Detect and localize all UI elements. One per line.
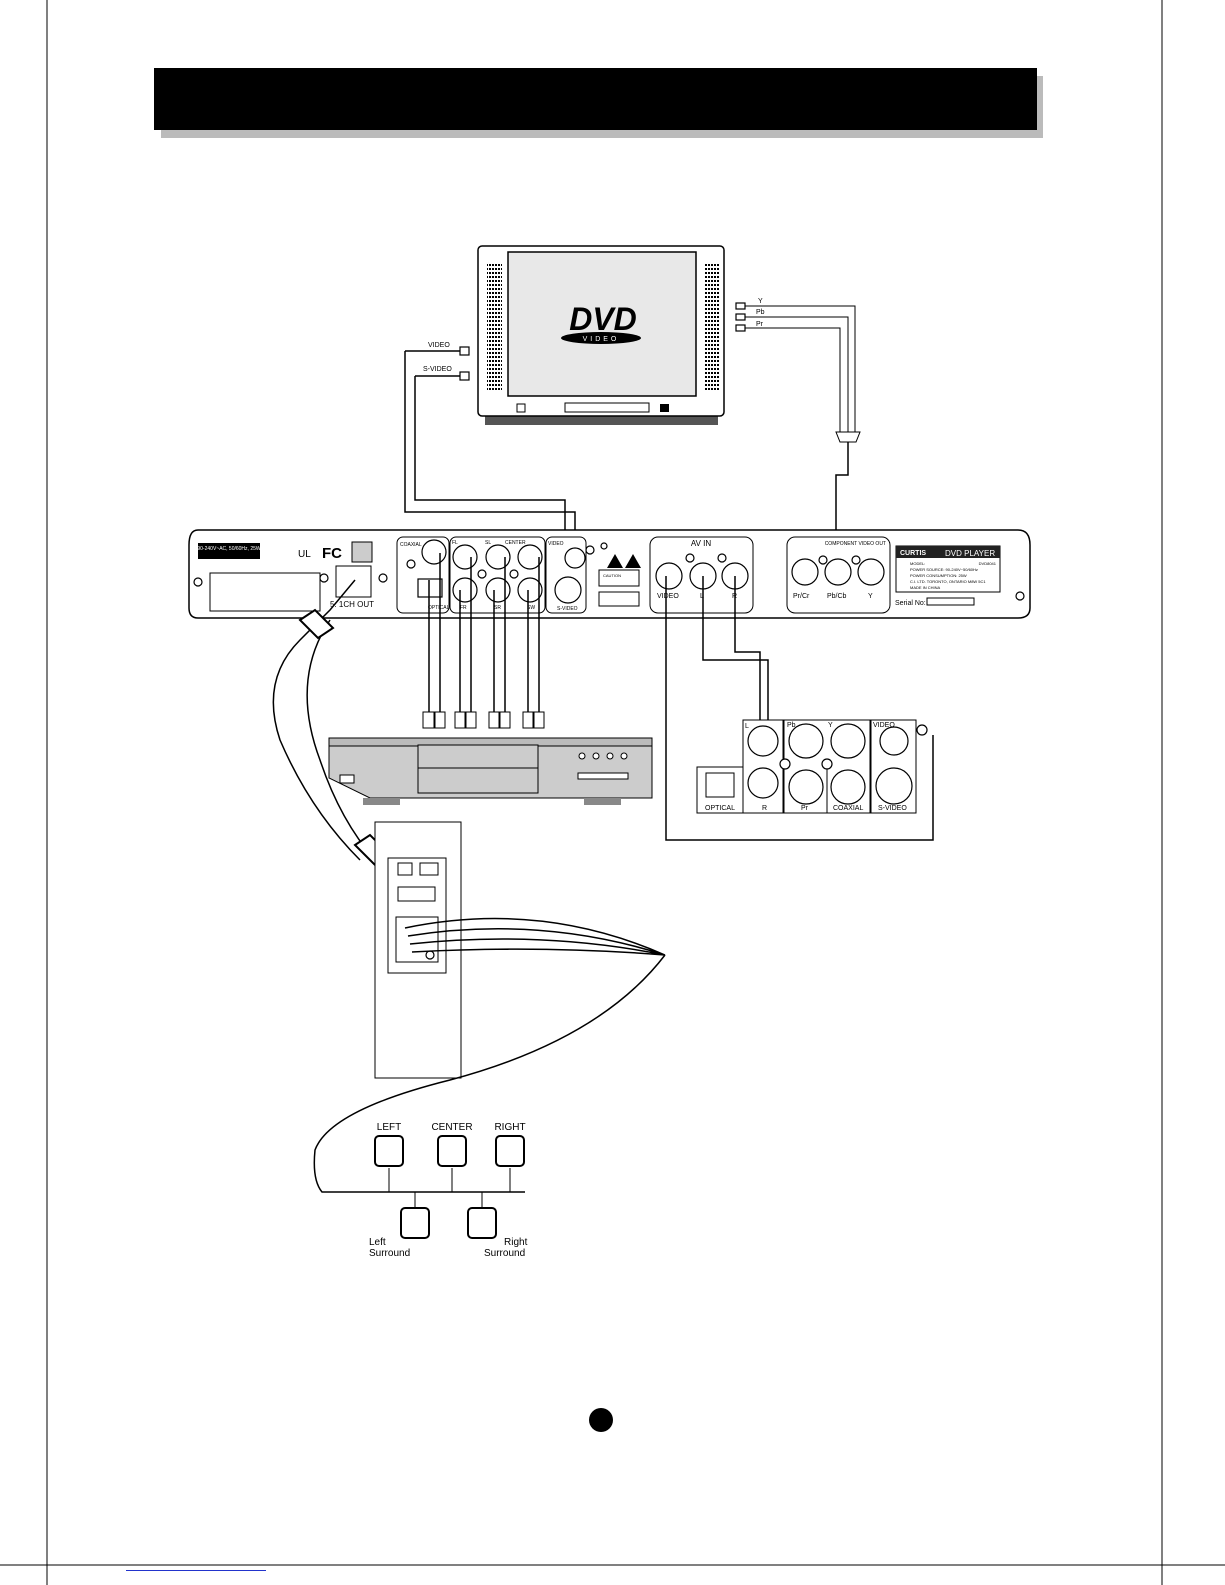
component-pb-label: Pb bbox=[756, 309, 765, 316]
video-cable bbox=[404, 350, 576, 546]
coaxial-label: COAXIAL bbox=[400, 542, 422, 548]
television: DVD VIDEO bbox=[477, 245, 725, 425]
tv-video-label: VIDEO bbox=[428, 342, 450, 349]
dvd-logo-sub: VIDEO bbox=[583, 336, 620, 343]
serial-label: Serial No: bbox=[895, 600, 926, 607]
tv-y-label: Y bbox=[828, 722, 833, 729]
speaker-left-label: LEFT bbox=[377, 1122, 401, 1133]
pb-cb-label: Pb/Cb bbox=[827, 593, 847, 600]
pr-cr-label: Pr/Cr bbox=[793, 593, 810, 600]
tv-r-label: R bbox=[762, 805, 767, 812]
left-surround-label-2: Surround bbox=[369, 1248, 410, 1259]
speaker-right-icon bbox=[495, 1135, 525, 1167]
power-label: 90-240V~AC, 50/60Hz, 25W bbox=[197, 546, 261, 552]
speaker-center-icon bbox=[437, 1135, 467, 1167]
y-label: Y bbox=[868, 593, 873, 600]
right-surround-label-1: Right bbox=[504, 1237, 528, 1248]
sr-label: SR bbox=[494, 605, 501, 611]
video-out-label: VIDEO bbox=[548, 541, 564, 547]
footer-link-underline[interactable] bbox=[126, 1570, 266, 1571]
speaker-grille-right bbox=[704, 262, 719, 392]
made-in: MADE IN CHINA bbox=[910, 585, 941, 590]
speaker-left-surround-icon bbox=[400, 1207, 430, 1239]
brand-label: CURTIS bbox=[900, 550, 926, 557]
left-surround-label-1: Left bbox=[369, 1237, 386, 1248]
fc-mark: FC bbox=[322, 545, 342, 562]
center-label: CENTER bbox=[505, 540, 526, 546]
sw-label: SW bbox=[527, 605, 535, 611]
dvd-player-rear-panel: 90-240V~AC, 50/60Hz, 25W UL FC 5. 1CH OU… bbox=[188, 529, 1031, 619]
speaker-center-label: CENTER bbox=[431, 1122, 472, 1133]
svideo-out-label: S-VIDEO bbox=[557, 606, 578, 612]
video-out-jack bbox=[564, 547, 586, 569]
company: C.I. LTD. TORONTO, ONTARIO M8W 5C1 bbox=[910, 579, 986, 584]
av-video-label: VIDEO bbox=[657, 593, 679, 600]
av-in-label: AV IN bbox=[691, 539, 712, 548]
tv-optical-label: OPTICAL bbox=[705, 805, 735, 812]
model-label: MODEL: bbox=[910, 561, 925, 566]
component-out-label: COMPONENT VIDEO OUT bbox=[825, 541, 886, 547]
header-bar bbox=[154, 68, 1037, 130]
51ch-out-label: 5. 1CH OUT bbox=[330, 600, 374, 609]
fr-label: FR bbox=[460, 605, 467, 611]
speaker-left-icon bbox=[374, 1135, 404, 1167]
component-pr-label: Pr bbox=[756, 321, 764, 328]
fl-label: FL bbox=[452, 540, 458, 546]
tv-pb-label: Pb bbox=[787, 722, 796, 729]
page-number-marker bbox=[589, 1408, 613, 1432]
51-cable bbox=[272, 579, 376, 861]
tv-l-label: L bbox=[745, 723, 749, 730]
power-source: POWER SOURCE: 90-240V~50/60Hz bbox=[910, 567, 978, 572]
speaker-right-surround-icon bbox=[467, 1207, 497, 1239]
component-y-label: Y bbox=[758, 298, 763, 305]
caution-label: CAUTION bbox=[603, 573, 621, 578]
right-surround-label-2: Surround bbox=[484, 1248, 525, 1259]
serial-field bbox=[926, 597, 975, 606]
av-in-cables bbox=[665, 576, 934, 841]
external-receiver bbox=[328, 737, 653, 805]
ul-mark: UL bbox=[298, 549, 311, 560]
svideo-cable bbox=[414, 375, 566, 555]
svideo-plug bbox=[459, 371, 470, 381]
product-label: DVD PLAYER bbox=[945, 549, 995, 558]
tv-pr-label: Pr bbox=[801, 805, 809, 812]
tv-video-label: VIDEO bbox=[873, 722, 895, 729]
optical-label: OPTICAL bbox=[428, 605, 450, 611]
subwoofer-panel bbox=[313, 821, 666, 1193]
speaker-layout: LEFT CENTER RIGHT Left Surround Right Su… bbox=[369, 1122, 528, 1259]
tv-rear-panel: OPTICAL L R Pb Y Pr COAXIAL VIDEO S-VIDE… bbox=[696, 719, 928, 814]
speaker-grille-left bbox=[487, 262, 502, 392]
tv-coaxial-label: COAXIAL bbox=[833, 805, 863, 812]
av-l-label: L bbox=[700, 593, 704, 600]
dvd-logo: DVD bbox=[569, 301, 637, 337]
sl-label: SL bbox=[485, 540, 491, 546]
tv-svideo-label: S-VIDEO bbox=[423, 366, 452, 373]
tv-svideo-label: S-VIDEO bbox=[878, 805, 907, 812]
video-plug bbox=[459, 346, 470, 356]
audio-cables bbox=[422, 553, 545, 729]
power-consumption: POWER CONSUMPTION: 25W bbox=[910, 573, 967, 578]
model-value: DVD8041 bbox=[979, 561, 997, 566]
speaker-right-label: RIGHT bbox=[494, 1122, 525, 1133]
